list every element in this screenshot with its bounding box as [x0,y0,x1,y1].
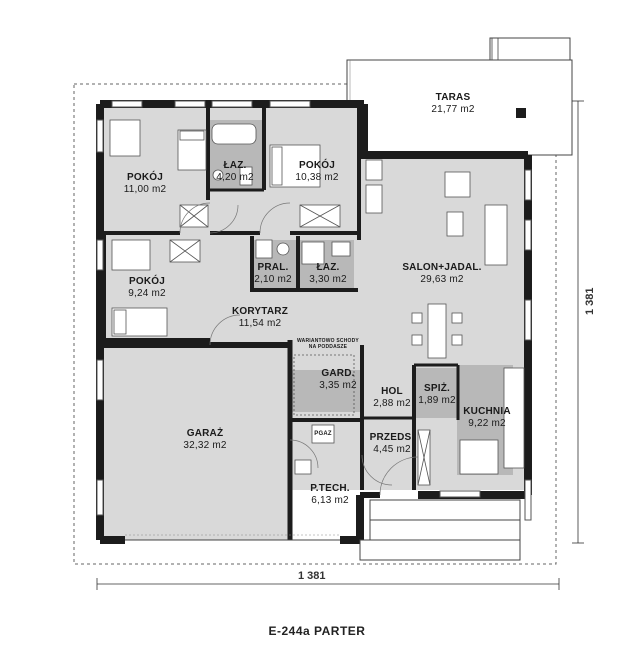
room-area: 11,54 m2 [238,318,282,329]
room-area: 4,45 m2 [373,444,411,455]
room-label-pokoj-2: POKÓJ 10,38 m2 [282,160,352,184]
room-area: 3,35 m2 [319,380,357,391]
room-name: HOL [381,386,403,397]
room-area: 2,10 m2 [254,274,292,285]
room-name: KUCHNIA [463,406,511,417]
room-name: GARAŻ [186,428,224,439]
room-area: 6,13 m2 [311,495,349,506]
room-label-gard: GARD. 3,35 m2 [308,368,368,392]
room-name: ŁAZ. [316,262,340,273]
room-name: ŁAZ. [223,160,247,171]
depth-dimension: 1 381 [584,287,596,315]
room-label-pral: PRAL. 2,10 m2 [250,262,296,286]
room-label-ptech: P.TECH. 6,13 m2 [302,483,358,507]
room-name: PRZEDS. [369,432,415,443]
room-label-pokoj-3: POKÓJ 9,24 m2 [112,276,182,300]
room-area: 10,38 m2 [295,172,339,183]
room-area: 9,22 m2 [468,418,506,429]
room-name: SALON+JADAL. [402,262,482,273]
room-area: 2,88 m2 [373,398,411,409]
wardrobe-note-line-2: NA PODDASZE [308,344,348,350]
room-area: 21,77 m2 [431,104,475,115]
wardrobe-note: WARIANTOWO SCHODY NA PODDASZE [292,338,364,350]
room-label-pokoj-1: POKÓJ 11,00 m2 [110,172,180,196]
room-area: 9,24 m2 [128,288,166,299]
dimension-lines [96,100,584,590]
room-label-korytarz: KORYTARZ 11,54 m2 [222,306,298,330]
width-dimension: 1 381 [298,570,326,582]
room-name: POKÓJ [126,172,163,183]
room-name: P.TECH. [310,483,350,494]
room-name: TARAS [435,92,471,103]
room-name: PRAL. [257,262,289,273]
wardrobe-note-line-1: WARIANTOWO SCHODY [297,338,359,344]
entrance-steps [359,499,521,561]
room-area: 3,30 m2 [309,274,347,285]
garage-door [125,534,340,541]
room-label-spiz: SPIŻ. 1,89 m2 [412,383,462,407]
room-name: GARD. [321,368,355,379]
room-label-przeds: PRZEDS. 4,45 m2 [364,432,420,456]
room-area: 29,63 m2 [420,274,464,285]
door-swings [179,202,419,496]
room-name: POKÓJ [128,276,165,287]
room-label-salon: SALON+JADAL. 29,63 m2 [392,262,492,286]
room-label-laz-1: ŁAZ. 4,20 m2 [208,160,262,184]
room-label-kuchnia: KUCHNIA 9,22 m2 [456,406,518,430]
room-area: 4,20 m2 [216,172,254,183]
room-name: SPIŻ. [423,383,450,394]
room-area: 32,32 m2 [183,440,227,451]
room-label-garaz: GARAŻ 32,32 m2 [170,428,240,452]
room-label-laz-2: ŁAZ. 3,30 m2 [302,262,354,286]
room-area: 1,89 m2 [418,395,456,406]
room-area: 11,00 m2 [123,184,167,195]
pgaz-label: PGAZ [314,431,332,437]
furniture [109,119,525,486]
room-label-taras: TARAS 21,77 m2 [418,92,488,116]
windows [96,100,532,521]
plan-title: E-244a PARTER [268,624,366,638]
room-name: KORYTARZ [231,306,289,317]
terrace [346,37,573,156]
roof-outline [73,83,557,565]
room-label-hol: HOL 2,88 m2 [364,386,420,410]
room-name: POKÓJ [298,160,335,171]
